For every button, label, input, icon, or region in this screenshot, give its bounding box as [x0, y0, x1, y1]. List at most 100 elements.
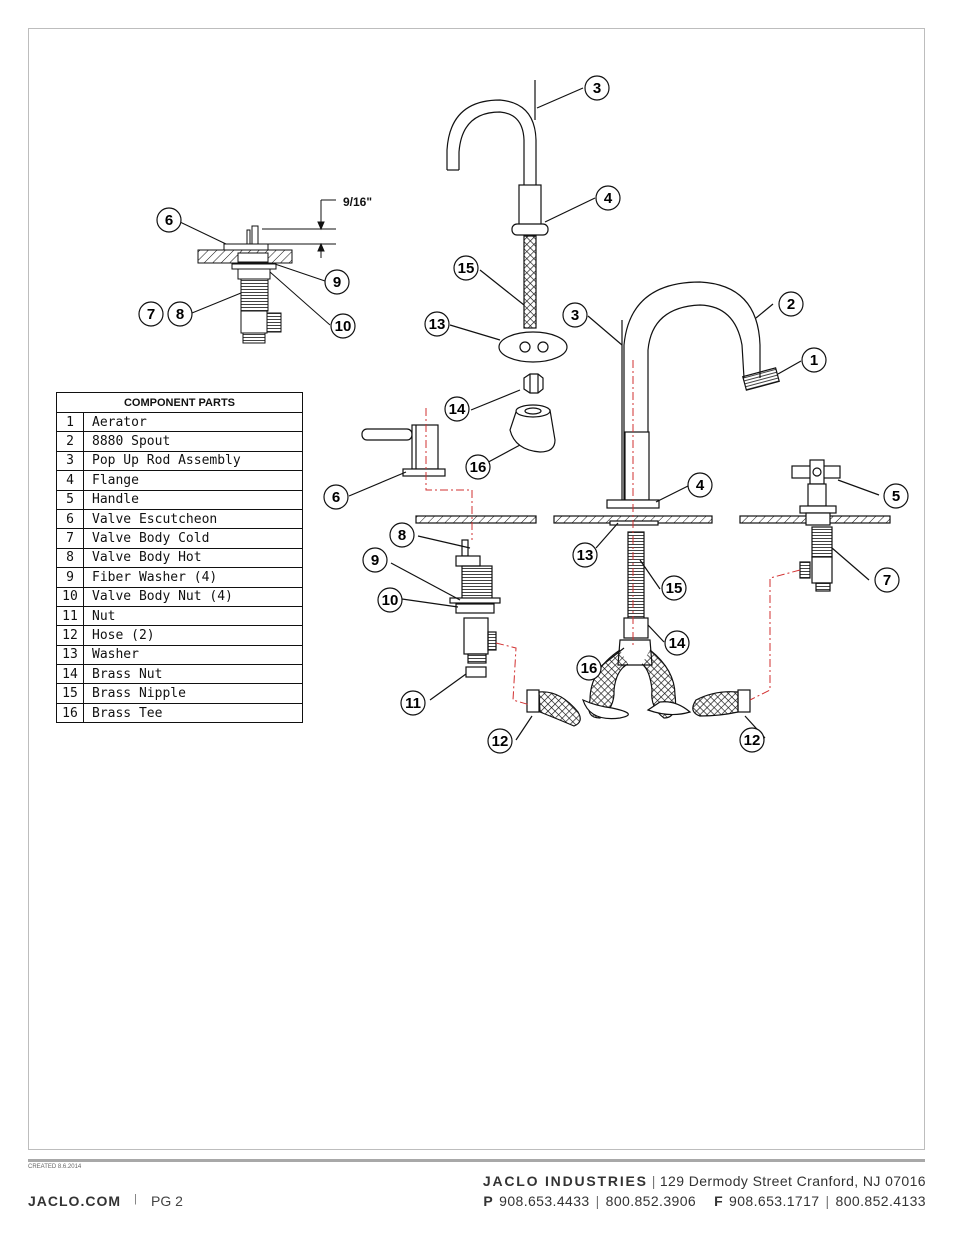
callout-6-main: 6	[323, 484, 349, 510]
callout-4-main: 4	[687, 472, 713, 498]
created-date: CREATED 8.6.2014	[28, 1164, 82, 1170]
svg-text:12: 12	[492, 733, 509, 750]
svg-text:8: 8	[398, 527, 406, 544]
callout-4-top: 4	[595, 185, 621, 211]
callout-7-detail: 7	[138, 301, 164, 327]
svg-text:6: 6	[165, 212, 173, 229]
callout-15-main: 15	[661, 575, 687, 601]
left-valve-assembly	[348, 424, 537, 701]
fax-number: 908.653.1717	[729, 1193, 820, 1209]
dimension-label: 9/16"	[343, 195, 372, 209]
company-address: 129 Dermody Street Cranford, NJ 07016	[659, 1173, 926, 1189]
company-divider: |	[651, 1173, 656, 1189]
callout-11: 11	[400, 690, 426, 716]
svg-text:3: 3	[571, 307, 579, 324]
fax-number-2: 800.852.4133	[835, 1193, 926, 1209]
callout-10-main: 10	[377, 587, 403, 613]
spout-exploded-view	[446, 80, 596, 467]
callout-3-top: 3	[584, 75, 610, 101]
company-line: JACLO INDUSTRIES|129 Dermody Street Cran…	[483, 1173, 926, 1189]
phone-divider: |	[595, 1193, 600, 1209]
company-name: JACLO INDUSTRIES	[482, 1173, 648, 1189]
svg-text:4: 4	[604, 190, 613, 207]
callout-8-detail: 8	[167, 301, 193, 327]
footer-divider: |	[134, 1193, 137, 1205]
svg-text:6: 6	[332, 489, 340, 506]
contact-line: P 908.653.4433 | 800.852.3906 F 908.653.1717 |…	[483, 1193, 926, 1209]
svg-text:16: 16	[470, 459, 487, 476]
svg-text:14: 14	[669, 635, 686, 652]
callouts: 6 9 10 7 8 3 4 15 13 14 16 3 2 1 4 5 7 1…	[138, 75, 909, 754]
callout-16-main: 16	[576, 655, 602, 681]
callout-5: 5	[883, 483, 909, 509]
callout-14-top: 14	[444, 396, 470, 422]
callout-10-detail: 10	[330, 313, 356, 339]
svg-text:2: 2	[787, 296, 795, 313]
svg-text:12: 12	[744, 732, 761, 749]
svg-text:13: 13	[429, 316, 446, 333]
svg-text:9: 9	[333, 274, 341, 291]
svg-text:16: 16	[581, 660, 598, 677]
svg-text:14: 14	[449, 401, 466, 418]
callout-14-main: 14	[664, 630, 690, 656]
svg-text:7: 7	[883, 572, 891, 589]
svg-text:15: 15	[666, 580, 683, 597]
callout-12-left: 12	[487, 728, 513, 754]
fax-label: F	[714, 1193, 724, 1209]
callout-2: 2	[778, 291, 804, 317]
drawing-frame	[28, 28, 925, 1150]
right-valve-assembly	[739, 459, 891, 592]
callout-13-top: 13	[424, 311, 450, 337]
callout-6-detail: 6	[156, 207, 182, 233]
svg-text:15: 15	[458, 260, 475, 277]
svg-text:8: 8	[176, 306, 184, 323]
fax-divider: |	[825, 1193, 830, 1209]
svg-text:4: 4	[696, 477, 705, 494]
valve-detail-view	[179, 199, 336, 344]
website-link[interactable]: JACLO.COM	[28, 1193, 121, 1209]
faucet-main-view	[553, 281, 802, 720]
phone-number: 908.653.4433	[499, 1193, 590, 1209]
callout-15-top: 15	[453, 255, 479, 281]
callout-9-main: 9	[362, 547, 388, 573]
supply-hoses	[515, 689, 766, 741]
svg-text:5: 5	[892, 488, 900, 505]
svg-text:10: 10	[335, 318, 352, 335]
callout-12-right: 12	[739, 727, 765, 753]
svg-text:7: 7	[147, 306, 155, 323]
callout-3-main: 3	[562, 302, 588, 328]
svg-text:3: 3	[593, 80, 601, 97]
footer-rule	[28, 1159, 925, 1162]
callout-16-top: 16	[465, 454, 491, 480]
svg-text:9: 9	[371, 552, 379, 569]
centerlines	[425, 360, 801, 706]
table-header: COMPONENT PARTS	[56, 392, 303, 413]
callout-1: 1	[801, 347, 827, 373]
callout-13-main: 13	[572, 542, 598, 568]
svg-text:13: 13	[577, 547, 594, 564]
svg-text:10: 10	[382, 592, 399, 609]
callout-8-main: 8	[389, 522, 415, 548]
svg-text:11: 11	[405, 695, 421, 712]
phone-label: P	[483, 1193, 494, 1209]
phone-number-2: 800.852.3906	[605, 1193, 697, 1209]
page-number: PG 2	[151, 1193, 183, 1209]
callout-9-detail: 9	[324, 269, 350, 295]
